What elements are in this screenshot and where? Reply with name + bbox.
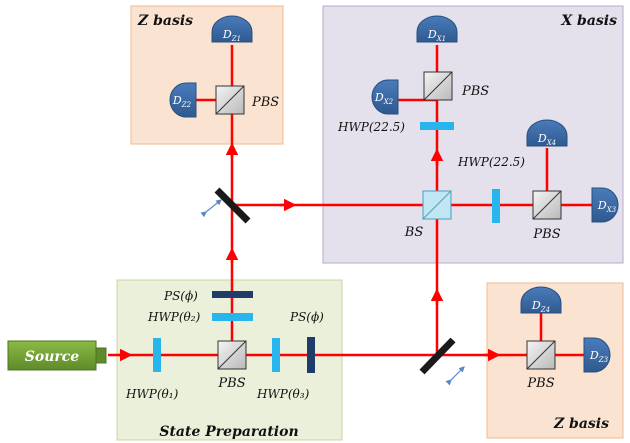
label-pbs-prep: PBS bbox=[217, 376, 245, 391]
label-bs: BS bbox=[404, 225, 424, 240]
svg-text:DX1: DX1 bbox=[427, 28, 446, 43]
label-pbs-z-bottom: PBS bbox=[526, 376, 554, 391]
svg-text:DZ2: DZ2 bbox=[172, 94, 192, 109]
label-hwp-x-top: HWP(22.5) bbox=[337, 120, 405, 134]
source-label: Source bbox=[25, 349, 80, 365]
pbs-x-right bbox=[532, 190, 562, 220]
label-pbs-x-right: PBS bbox=[532, 227, 560, 242]
title-x-basis: X basis bbox=[560, 13, 617, 29]
detector-dz3: DZ3 bbox=[583, 337, 611, 373]
label-ps-right: PS(ϕ) bbox=[289, 310, 324, 324]
detector-dz2: DZ2 bbox=[169, 82, 197, 118]
pbs-z-bottom bbox=[526, 340, 556, 370]
ps-upper-plate bbox=[212, 291, 253, 298]
mirror-bottom bbox=[419, 337, 465, 386]
svg-text:DX3: DX3 bbox=[597, 199, 617, 214]
pbs-x-top bbox=[423, 71, 453, 101]
hwp-theta1-plate bbox=[153, 338, 161, 372]
label-hwp-theta2: HWP(θ₂) bbox=[147, 310, 201, 324]
hwp-x-top-plate bbox=[420, 122, 454, 130]
label-hwp-theta1: HWP(θ₁) bbox=[125, 387, 179, 401]
hwp-theta2-plate bbox=[212, 313, 253, 321]
label-hwp-theta3: HWP(θ₃) bbox=[256, 387, 310, 401]
label-hwp-x-right: HWP(22.5) bbox=[457, 155, 525, 169]
panel-x-basis bbox=[322, 5, 624, 264]
detector-dx1: DX1 bbox=[416, 15, 458, 43]
detector-dz1: DZ1 bbox=[211, 15, 253, 43]
beam-splitter bbox=[422, 190, 452, 220]
label-pbs-x-top: PBS bbox=[461, 84, 489, 99]
title-state-preparation: State Preparation bbox=[159, 424, 298, 440]
hwp-theta3-plate bbox=[272, 338, 280, 372]
detector-dx2: DX2 bbox=[371, 79, 399, 115]
svg-text:DZ3: DZ3 bbox=[589, 349, 609, 364]
title-z-basis-top: Z basis bbox=[137, 13, 193, 29]
detector-dx3: DX3 bbox=[591, 187, 619, 223]
panel-z-basis-top bbox=[130, 5, 284, 145]
ps-right-plate bbox=[307, 337, 315, 373]
label-ps-upper: PS(ϕ) bbox=[163, 289, 198, 303]
pbs-prep bbox=[217, 340, 247, 370]
svg-text:DZ4: DZ4 bbox=[531, 299, 550, 314]
mirror-top bbox=[200, 187, 251, 224]
svg-text:DX4: DX4 bbox=[537, 132, 556, 147]
title-z-basis-bottom: Z basis bbox=[553, 416, 609, 432]
detector-dx4: DX4 bbox=[526, 119, 568, 147]
beam-arrows bbox=[118, 142, 501, 362]
source-laser: Source bbox=[7, 340, 107, 371]
svg-text:DX2: DX2 bbox=[374, 91, 394, 106]
detector-dz4: DZ4 bbox=[520, 286, 562, 314]
hwp-x-right-plate bbox=[492, 189, 500, 223]
pbs-z-top bbox=[215, 85, 245, 115]
label-pbs-z-top: PBS bbox=[251, 95, 279, 110]
svg-text:DZ1: DZ1 bbox=[222, 28, 241, 43]
